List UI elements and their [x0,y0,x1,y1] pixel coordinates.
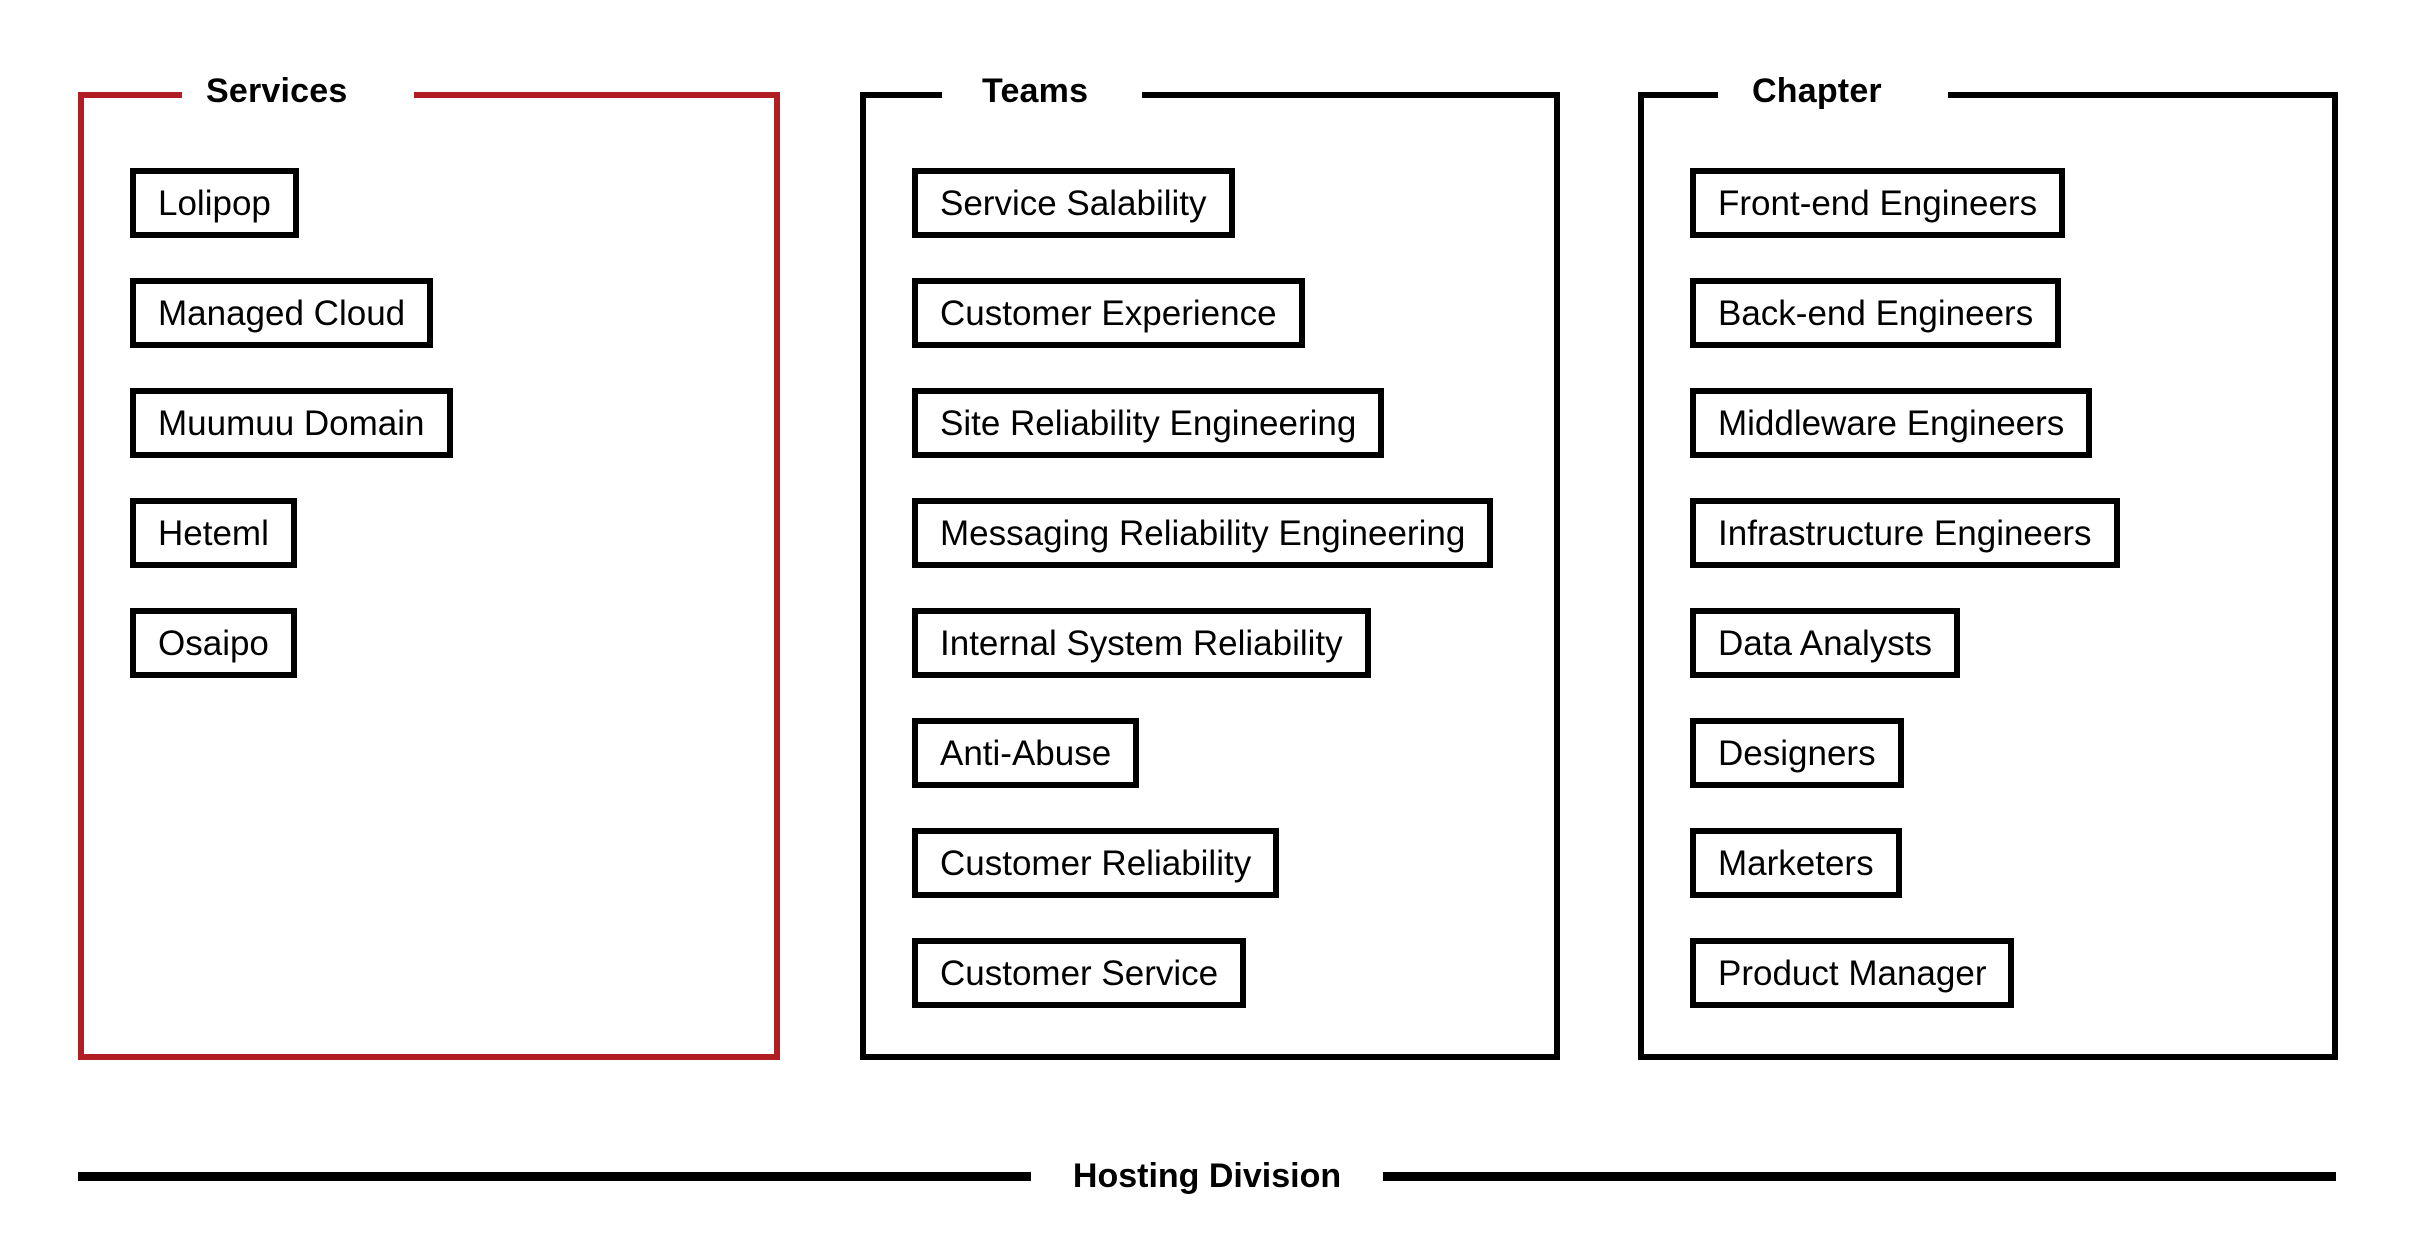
node-box[interactable]: Anti-Abuse [912,718,1140,788]
division-footer: Hosting Division [78,1150,2337,1202]
node-box[interactable]: Marketers [1690,828,1902,898]
list-item: Internal System Reliability [912,608,1550,718]
list-item: Muumuu Domain [130,388,770,498]
division-title: Hosting Division [1072,1157,1342,1195]
node-box[interactable]: Site Reliability Engineering [912,388,1385,458]
node-box[interactable]: Osaipo [130,608,297,678]
list-item: Customer Service [912,938,1550,1048]
node-box[interactable]: Middleware Engineers [1690,388,2093,458]
group-services-title-gap [182,84,414,102]
list-item: Back-end Engineers [1690,278,2328,388]
list-item: Osaipo [130,608,770,718]
node-box[interactable]: Front-end Engineers [1690,168,2066,238]
group-teams-frame [860,92,1560,1060]
node-box[interactable]: Infrastructure Engineers [1690,498,2120,568]
division-rule-left [78,1171,1031,1181]
node-box[interactable]: Muumuu Domain [130,388,453,458]
group-teams-items: Service Salability Customer Experience S… [912,168,1550,1048]
group-teams-title: Teams [982,72,1089,110]
node-box[interactable]: Customer Experience [912,278,1305,348]
group-chapter: Chapter Front-end Engineers Back-end Eng… [1638,72,2338,1060]
list-item: Lolipop [130,168,770,278]
list-item: Product Manager [1690,938,2328,1048]
group-chapter-items: Front-end Engineers Back-end Engineers M… [1690,168,2328,1048]
node-box[interactable]: Internal System Reliability [912,608,1371,678]
list-item: Managed Cloud [130,278,770,388]
group-services-title: Services [206,72,348,110]
list-item: Customer Experience [912,278,1550,388]
group-chapter-title: Chapter [1752,72,1882,110]
group-teams-title-gap [942,84,1142,102]
list-item: Infrastructure Engineers [1690,498,2328,608]
list-item: Heteml [130,498,770,608]
list-item: Site Reliability Engineering [912,388,1550,498]
list-item: Data Analysts [1690,608,2328,718]
list-item: Customer Reliability [912,828,1550,938]
node-box[interactable]: Customer Reliability [912,828,1280,898]
node-box[interactable]: Service Salability [912,168,1235,238]
group-services-frame [78,92,780,1060]
group-chapter-title-gap [1718,84,1948,102]
list-item: Service Salability [912,168,1550,278]
group-chapter-frame [1638,92,2338,1060]
list-item: Middleware Engineers [1690,388,2328,498]
node-box[interactable]: Customer Service [912,938,1247,1008]
node-box[interactable]: Product Manager [1690,938,2015,1008]
node-box[interactable]: Designers [1690,718,1904,788]
node-box[interactable]: Messaging Reliability Engineering [912,498,1494,568]
group-teams: Teams Service Salability Customer Experi… [860,72,1560,1060]
list-item: Marketers [1690,828,2328,938]
node-box[interactable]: Lolipop [130,168,299,238]
group-services-items: Lolipop Managed Cloud Muumuu Domain Hete… [130,168,770,718]
division-rule-right [1383,1171,2337,1181]
list-item: Messaging Reliability Engineering [912,498,1550,608]
node-box[interactable]: Managed Cloud [130,278,434,348]
list-item: Anti-Abuse [912,718,1550,828]
group-services: Services Lolipop Managed Cloud Muumuu Do… [78,72,780,1060]
node-box[interactable]: Back-end Engineers [1690,278,2062,348]
node-box[interactable]: Heteml [130,498,297,568]
list-item: Designers [1690,718,2328,828]
node-box[interactable]: Data Analysts [1690,608,1960,678]
list-item: Front-end Engineers [1690,168,2328,278]
